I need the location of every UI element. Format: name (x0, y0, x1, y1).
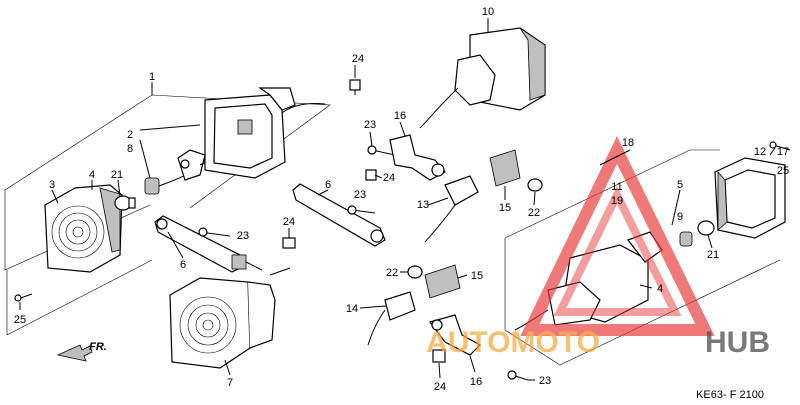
center-stay-bracket (292, 183, 386, 247)
center-collar-lower (407, 265, 423, 279)
callout-18: 18 (622, 137, 634, 149)
callout-14: 14 (346, 303, 358, 315)
callout-4: 4 (89, 169, 95, 181)
center-pad-upper (489, 149, 521, 187)
callout-23: 23 (364, 119, 376, 131)
center-pad-lower (424, 264, 461, 299)
callout-19: 19 (611, 195, 623, 207)
callout-labels: 1 2 8 3 4 21 25 6 7 24 23 10 24 23 16 24… (14, 6, 789, 401)
left-bulb (114, 195, 136, 211)
right-housing (514, 244, 649, 331)
center-grommet-lower (367, 291, 416, 346)
callout-3: 3 (49, 179, 55, 191)
left-socket-wiring (144, 102, 326, 195)
left-stay-bracket (154, 215, 263, 273)
front-direction-arrow (56, 344, 93, 362)
center-screw-mid (347, 205, 376, 215)
center-nut-upper (365, 169, 377, 181)
callout-9: 9 (677, 211, 683, 223)
callout-10: 10 (482, 6, 494, 18)
callout-1: 1 (149, 71, 155, 83)
callout-22: 22 (386, 267, 398, 279)
center-bracket-upper (389, 134, 446, 181)
callout-2: 2 (127, 129, 133, 141)
watermark-text-secondary: HUB (705, 326, 770, 359)
left-nut (282, 237, 296, 249)
center-top-bolt (349, 79, 361, 95)
right-lens-screw (769, 141, 791, 151)
callout-6: 6 (180, 259, 186, 271)
left-lower-lamp (169, 267, 291, 369)
right-lens (714, 157, 786, 239)
left-housing (204, 87, 296, 179)
center-nut-lower (432, 349, 446, 363)
callout-25: 25 (777, 165, 789, 177)
callout-24: 24 (383, 172, 395, 184)
callout-15: 15 (471, 270, 483, 282)
right-bulb (697, 220, 715, 236)
right-lamp-group-frame (504, 149, 781, 366)
callout-5: 5 (677, 179, 683, 191)
callout-21: 21 (111, 169, 123, 181)
callout-24: 24 (283, 216, 295, 228)
callout-11: 11 (611, 181, 622, 193)
callout-17: 17 (777, 146, 789, 158)
callout-23: 23 (354, 189, 366, 201)
callout-16: 16 (394, 110, 406, 122)
callout-13: 13 (417, 199, 429, 211)
center-bracket-lower (428, 314, 481, 356)
callout-25: 25 (14, 314, 26, 326)
center-grommet (424, 175, 479, 243)
callout-8: 8 (127, 143, 133, 155)
direction-label: FR. (89, 341, 107, 353)
callout-12: 12 (754, 146, 766, 158)
callout-7: 7 (227, 377, 233, 389)
callout-15: 15 (499, 202, 511, 214)
callout-24: 24 (352, 53, 364, 65)
callout-23: 23 (237, 230, 249, 242)
center-rear-housing (419, 27, 546, 129)
callout-21: 21 (707, 249, 719, 261)
left-screw (198, 227, 231, 237)
watermark-text-primary: AUTOMOTO (426, 326, 600, 359)
center-screw-lower (507, 370, 529, 381)
left-lens-screw (14, 293, 33, 302)
callout-23: 23 (539, 375, 551, 387)
callout-22: 22 (528, 207, 540, 219)
figure-code: KE63- F 2100 (696, 389, 764, 401)
callout-4: 4 (657, 283, 663, 295)
callout-24: 24 (434, 381, 446, 393)
callout-16: 16 (470, 376, 482, 388)
callout-6: 6 (325, 179, 331, 191)
leader-lines (19, 18, 776, 381)
center-collar-upper (527, 178, 543, 192)
watermark: AUTOMOTO HUB (426, 136, 770, 359)
left-lens-assembly (44, 184, 123, 273)
